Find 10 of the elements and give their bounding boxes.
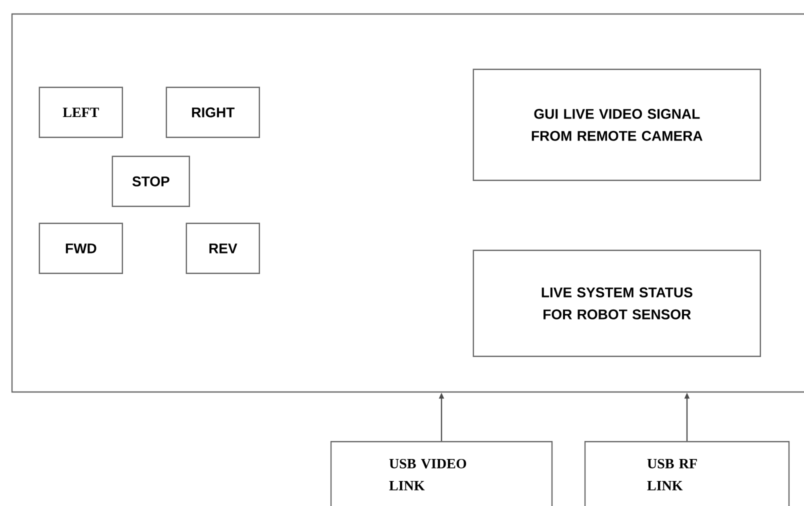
status-panel: LIVE SYSTEM STATUS FOR ROBOT SENSOR [472,250,761,357]
video-panel: GUI LIVE VIDEO SIGNAL FROM REMOTE CAMERA [472,68,761,181]
link-box: USB RF LINK [584,441,790,506]
control-button: RIGHT [166,86,260,138]
link-box: USB VIDEO LINK [330,441,553,506]
control-button: FWD [38,222,123,274]
control-button: REV [186,222,260,274]
control-button: LEFT [38,86,123,138]
control-button: STOP [112,156,190,207]
window-frame [11,13,804,393]
